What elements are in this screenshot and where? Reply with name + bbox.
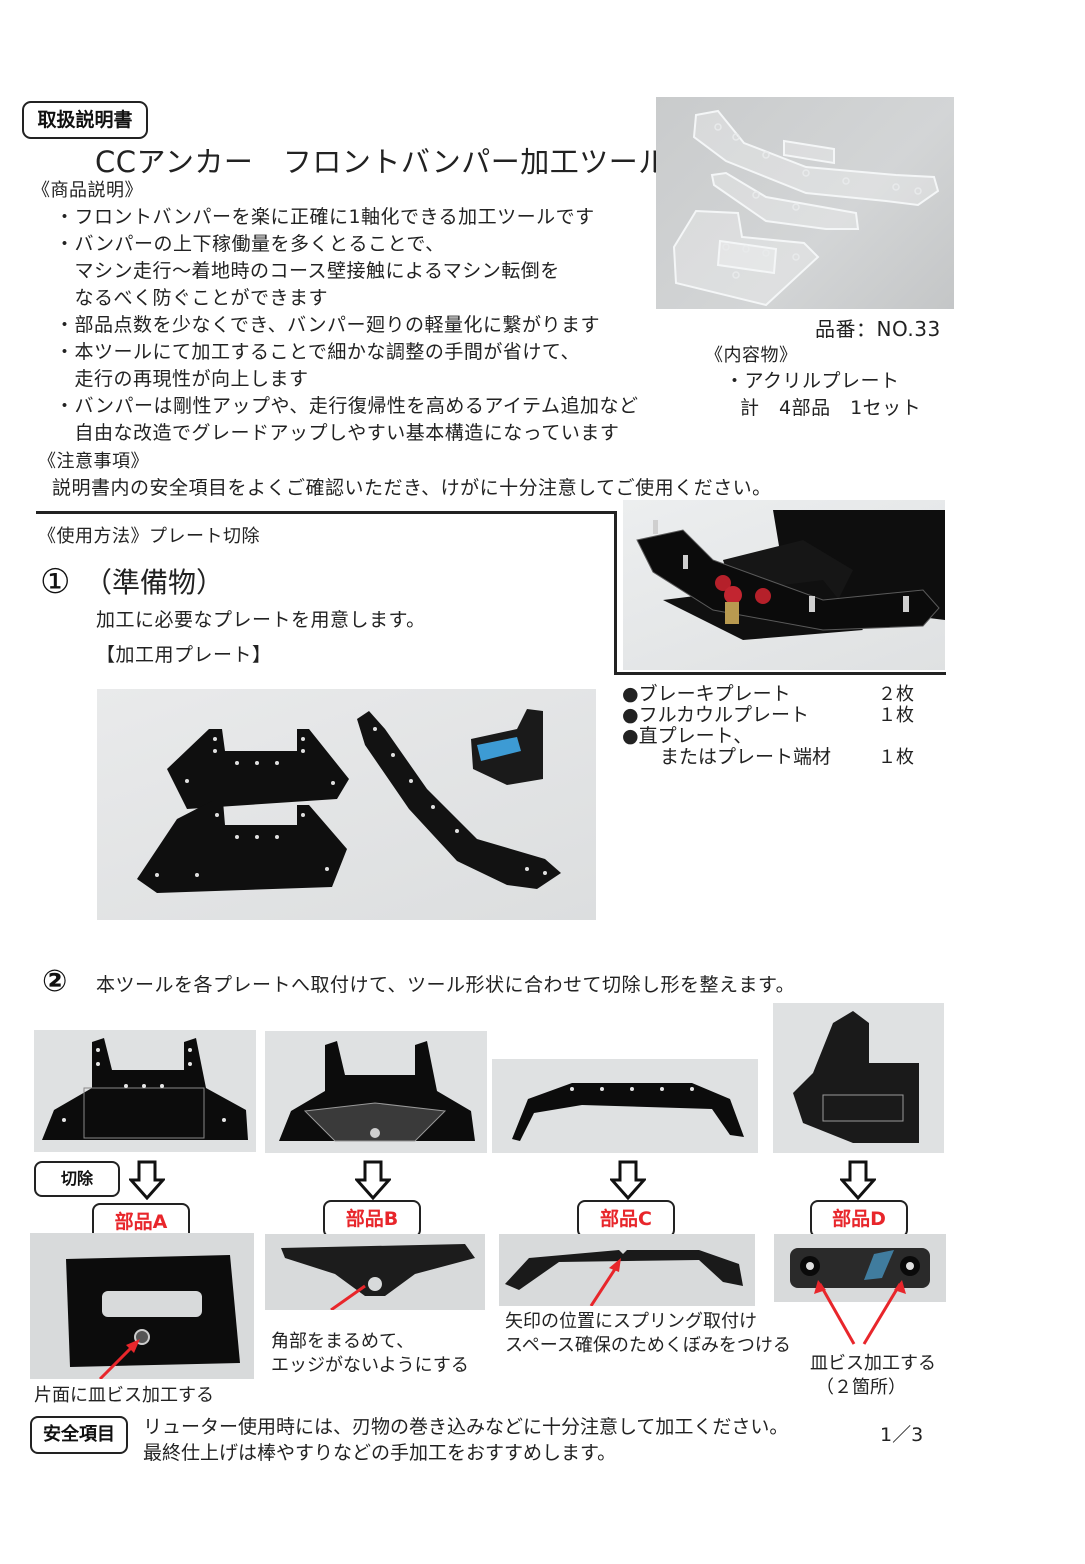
contents-heading: 《内容物》	[705, 345, 798, 366]
step1-number: ①	[40, 562, 71, 602]
material-name: ●フルカウルプレート	[622, 704, 810, 726]
description-line: ・本ツールにて加工することで細かな調整の手間が省けて、	[55, 341, 580, 363]
chassis-photo	[623, 500, 945, 670]
step2-number: ②	[42, 964, 68, 999]
part-d-note: 皿ビス加工する （２箇所）	[810, 1352, 936, 1400]
document-type-label: 取扱説明書	[22, 101, 148, 139]
page-title: CCアンカー フロントバンパー加工ツール	[95, 145, 668, 179]
part-b-label: 部品B	[323, 1200, 421, 1238]
material-name: またはプレート端材	[622, 746, 832, 768]
safety-label: 安全項目	[30, 1416, 128, 1454]
part-a-before-photo	[34, 1030, 256, 1152]
material-row: ●フルカウルプレート １枚	[622, 704, 922, 727]
part-c-before-photo	[492, 1059, 758, 1153]
part-c-label: 部品C	[577, 1200, 675, 1238]
product-description-list: ・フロントバンパーを楽に正確に1軸化できる加工ツールです ・バンパーの上下稼働量…	[55, 204, 638, 447]
caution-heading: 《注意事項》	[38, 451, 149, 472]
material-qty: ２枚	[878, 684, 914, 705]
down-arrow-icon	[840, 1160, 876, 1200]
pointer-arrows-part-d	[800, 1280, 910, 1354]
part-a-after-photo	[30, 1233, 254, 1379]
plate-b-before-illustration	[279, 1041, 475, 1142]
down-arrow-icon	[610, 1160, 646, 1200]
safety-text: リューター使用時には、刃物の巻き込みなどに十分注意して加工ください。 最終仕上げ…	[143, 1414, 788, 1466]
part-d-before-photo	[773, 1003, 944, 1153]
material-qty: １枚	[878, 747, 914, 768]
part-b-before-photo	[265, 1031, 487, 1153]
plate-c-before-illustration	[512, 1083, 744, 1141]
acrylic-plates-illustration	[672, 109, 940, 307]
description-line: なるべく防ぐことができます	[55, 287, 329, 309]
usage-section-top-border	[36, 511, 617, 514]
note-line: （２箇所）	[816, 1377, 906, 1398]
description-line: マシン走行～着地時のコース壁接触によるマシン転倒を	[55, 260, 560, 282]
plate-a-before-illustration	[42, 1038, 248, 1140]
chassis-illustration	[636, 510, 945, 640]
part-a-note: 片面に皿ビス加工する	[34, 1385, 214, 1406]
usage-section-right-border	[614, 511, 617, 675]
material-name: ●ブレーキプレート	[622, 683, 791, 705]
caution-text: 説明書内の安全項目をよくご確認いただき、けがに十分注意してご使用ください。	[52, 477, 772, 499]
description-line: 走行の再現性が向上します	[55, 368, 309, 390]
description-line: ・部品点数を少なくでき、バンパー廻りの軽量化に繋がります	[55, 314, 601, 336]
contents-item: ・アクリルプレート	[725, 370, 900, 392]
material-row: またはプレート端材 １枚	[622, 746, 922, 769]
part-d-after-photo	[774, 1234, 946, 1302]
description-line: ・フロントバンパーを楽に正確に1軸化できる加工ツールです	[55, 206, 595, 228]
contents-count: 計 4部品 1セット	[740, 397, 922, 419]
cut-label: 切除	[34, 1161, 120, 1197]
down-arrow-icon	[129, 1160, 165, 1200]
product-description-heading: 《商品説明》	[32, 180, 143, 201]
page-number: 1／3	[880, 1424, 924, 1446]
materials-list: ●ブレーキプレート ２枚 ●フルカウルプレート １枚 ●直プレート、 またはプレ…	[622, 683, 922, 769]
step1-description: 加工に必要なプレートを用意します。	[96, 609, 426, 631]
safety-line: 最終仕上げは棒やすりなどの手加工をおすすめします。	[143, 1442, 617, 1464]
part-b-note: 角部をまるめて、 エッジがないようにする	[271, 1330, 469, 1378]
acrylic-plates-photo	[656, 97, 954, 309]
down-arrow-icon	[355, 1160, 391, 1200]
part-a-after-illustration	[66, 1255, 240, 1379]
part-d-label: 部品D	[810, 1200, 908, 1238]
step1-title: （準備物）	[84, 566, 225, 599]
usage-heading: 《使用方法》プレート切除	[38, 526, 260, 547]
part-b-after-illustration	[281, 1244, 475, 1310]
description-line: ・バンパーは剛性アップや、走行復帰性を高めるアイテム追加など	[55, 395, 639, 417]
material-row: ●直プレート、	[622, 726, 922, 747]
note-line: スペース確保のためくぼみをつける	[505, 1335, 791, 1356]
safety-line: リューター使用時には、刃物の巻き込みなどに十分注意して加工ください。	[143, 1416, 789, 1438]
description-line: 自由な改造でグレードアップしやすい基本構造になっています	[55, 422, 620, 444]
note-line: 皿ビス加工する	[810, 1353, 936, 1374]
description-line: ・バンパーの上下稼働量を多くとることで、	[55, 233, 445, 255]
step2-description: 本ツールを各プレートへ取付けて、ツール形状に合わせて切除し形を整えます。	[96, 974, 796, 996]
material-name: ●直プレート、	[622, 725, 753, 747]
plate-d-before-illustration	[793, 1011, 919, 1143]
part-number: 品番：NO.33	[815, 317, 941, 341]
note-line: 角部をまるめて、	[271, 1331, 415, 1352]
part-c-note: 矢印の位置にスプリング取付け スペース確保のためくぼみをつける	[505, 1310, 791, 1358]
material-row: ●ブレーキプレート ２枚	[622, 683, 922, 706]
part-b-after-photo	[265, 1234, 485, 1310]
part-c-after-photo	[499, 1234, 755, 1306]
plates-illustration	[137, 709, 561, 893]
part-d-after-illustration	[790, 1248, 930, 1288]
usage-section-bottom-border	[614, 672, 946, 675]
material-qty: １枚	[878, 705, 914, 726]
step1-subheading: 【加工用プレート】	[96, 644, 272, 666]
processing-plates-photo	[97, 689, 596, 920]
part-c-after-illustration	[505, 1250, 743, 1306]
note-line: 矢印の位置にスプリング取付け	[505, 1311, 757, 1332]
note-line: エッジがないようにする	[271, 1355, 469, 1376]
